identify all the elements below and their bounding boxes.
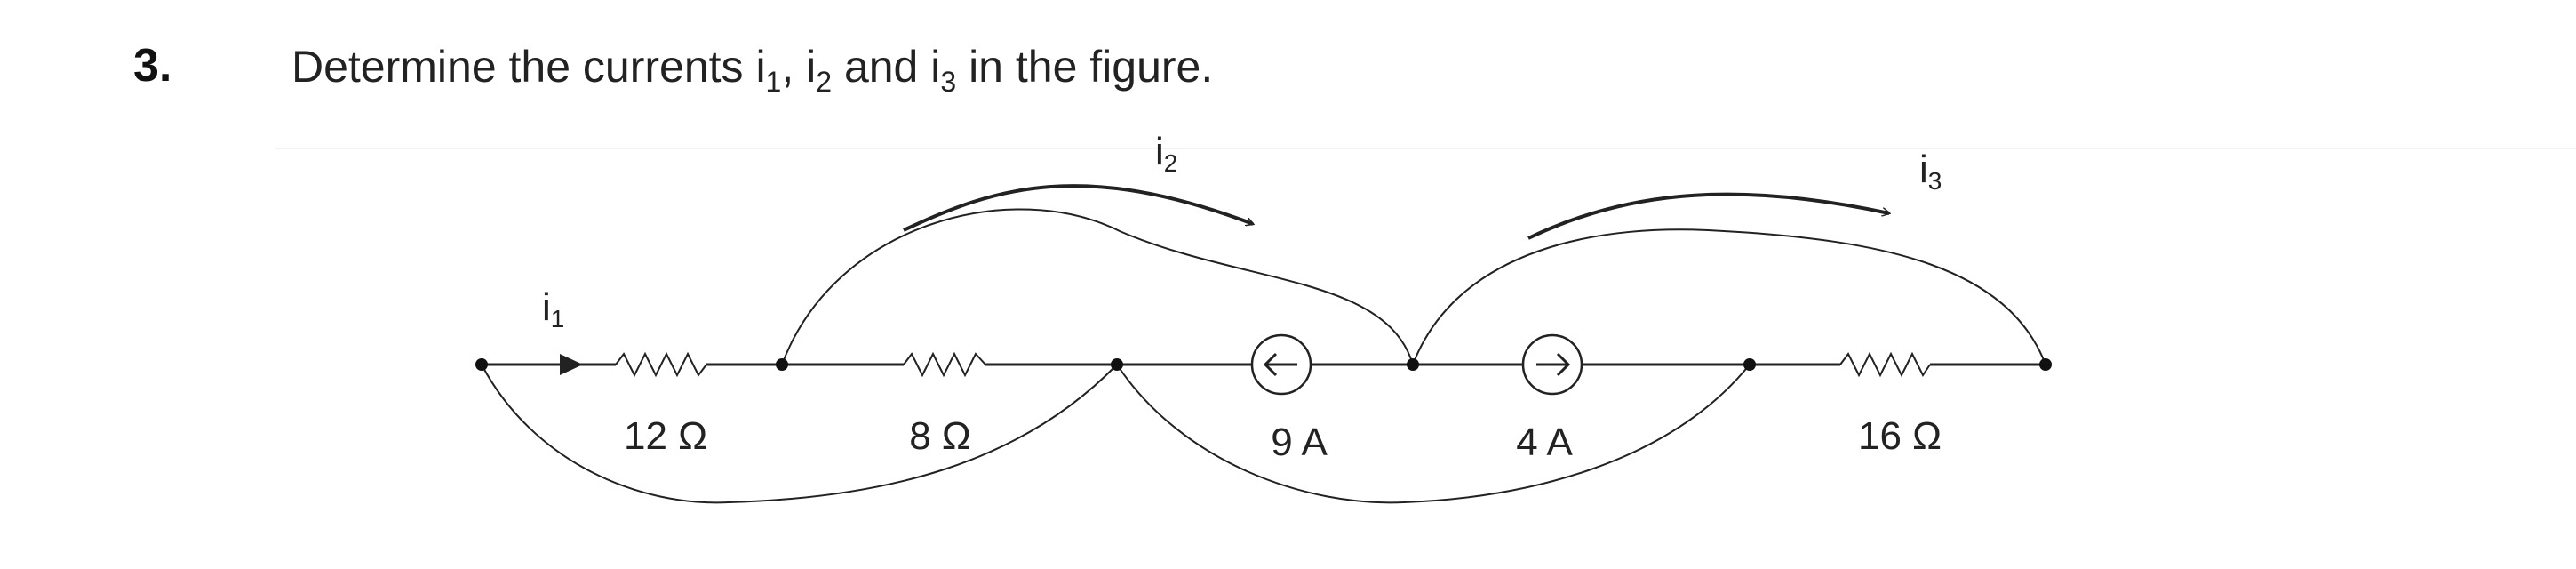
node xyxy=(1407,358,1419,371)
current-source-4a xyxy=(1521,333,1583,396)
current-source-9a xyxy=(1250,333,1312,396)
node xyxy=(1743,358,1756,371)
resistor-8ohm xyxy=(903,351,986,378)
node xyxy=(475,358,488,371)
label-9a: 9 A xyxy=(1271,421,1328,464)
separator: , xyxy=(781,42,807,92)
resistor-12ohm xyxy=(615,351,707,378)
label-i3: i3 xyxy=(1919,148,1942,195)
statement-text: in the figure. xyxy=(956,42,1214,92)
problem-statement: Determine the currents i1, i2 and i3 in … xyxy=(291,41,1213,99)
problem-number: 3. xyxy=(133,40,172,92)
upper-wire-arc-1 xyxy=(781,208,1414,365)
lower-wire-arc-2 xyxy=(1116,364,1751,504)
i1-arrowhead xyxy=(560,354,583,375)
i3-direction-arrow xyxy=(1527,192,1889,240)
node xyxy=(776,358,788,371)
resistor-16ohm xyxy=(1839,351,1931,378)
i3-ref-sub: 3 xyxy=(940,66,957,98)
label-i2: i2 xyxy=(1155,130,1177,177)
label-i1: i1 xyxy=(542,285,564,333)
i2-direction-arrow xyxy=(903,184,1253,232)
i1-ref-sub: 1 xyxy=(765,66,782,98)
i2-ref: i xyxy=(806,42,817,92)
label-4a: 4 A xyxy=(1516,421,1573,464)
i1-ref: i xyxy=(755,42,766,92)
label-16ohm: 16 Ω xyxy=(1858,414,1942,458)
label-8ohm: 8 Ω xyxy=(909,414,971,458)
node xyxy=(2039,358,2052,371)
i2-ref-sub: 2 xyxy=(816,66,833,98)
i3-ref: i xyxy=(930,42,941,92)
nodes xyxy=(475,358,2052,371)
lower-wire-arc-1 xyxy=(481,364,1118,504)
arrow-right-icon xyxy=(1536,352,1571,377)
statement-text: Determine the currents xyxy=(291,42,756,92)
upper-wire-arc-2 xyxy=(1412,228,2046,365)
separator: and xyxy=(832,42,931,92)
label-12ohm: 12 Ω xyxy=(624,414,707,458)
node xyxy=(1111,358,1123,371)
arrow-left-icon xyxy=(1263,352,1297,377)
